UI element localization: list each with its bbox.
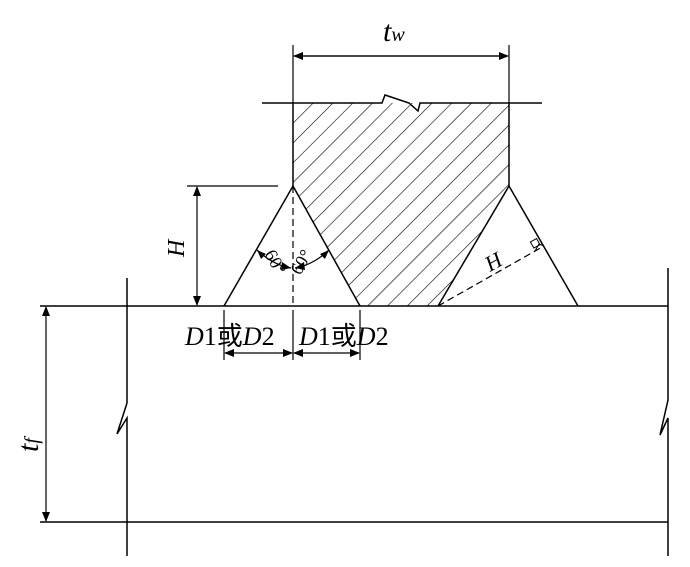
flange-left-break [116,278,128,556]
angle-right-label: 60° [286,246,316,278]
left-fillet-weld [223,185,294,307]
right-angle-mark [534,243,545,252]
web-break-line [262,94,542,113]
tf-label: tf [12,436,45,452]
tw-dimension: tw [292,15,510,103]
tw-subscript: w [391,24,405,46]
flange-right-break [659,268,669,556]
web-hatch-fill [293,103,509,306]
h-dimension-left: H [164,185,278,306]
tf-subscript: f [21,436,43,444]
flange-plate [40,268,669,556]
d-dimension [223,310,361,360]
angle-left-label: 60° [261,246,291,278]
h-right-label: H [479,246,507,277]
web-plate [292,103,510,307]
tf-dimension: tf [12,306,50,522]
d-right-label: D1或D2 [298,322,389,351]
tw-label: tw [383,15,405,48]
angle-marks: 60° 60° [256,246,330,278]
web-bevel-left [292,185,361,307]
d-left-label: D1或D2 [184,322,275,351]
h-left-label: H [164,238,190,258]
web-bevel-right [437,185,510,307]
